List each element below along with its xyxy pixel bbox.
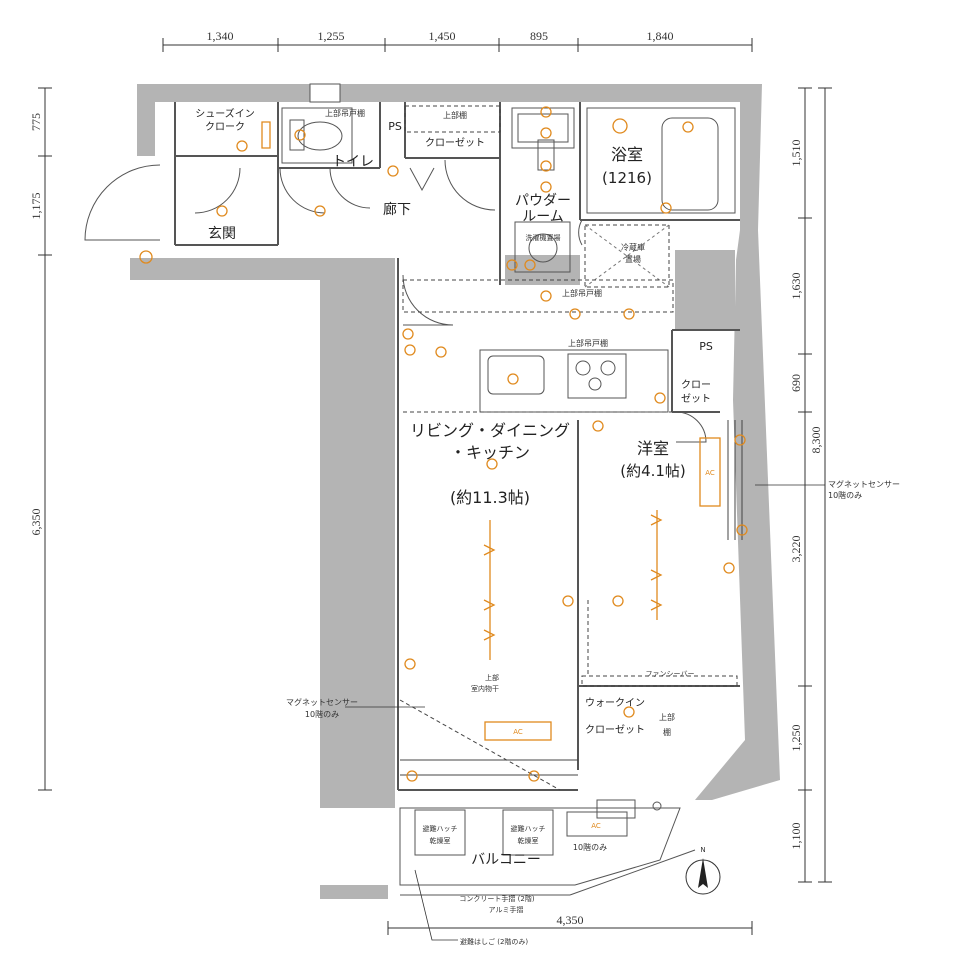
dim-top-3: 1,450 [429,29,456,43]
label-upper-cabinet-2: 上部吊戸棚 [562,288,602,298]
label-railing-line2: アルミ手摺 [489,905,524,914]
door-swings [84,159,707,443]
room-fridge-line1: 冷蔵庫 [621,242,645,252]
room-bath-line1: 浴室 [611,145,643,164]
room-toilet: トイレ [332,154,374,170]
label-magnet-left-line1: マグネットセンサー [286,697,358,707]
dim-right-3: 690 [789,374,803,392]
label-ac-western: AC [705,469,715,477]
room-labels: 玄関 シューズイン クローク トイレ クローゼット 上部棚 PS 廊下 浴室 (… [195,107,713,868]
room-western-line2: (約4.1帖) [620,462,686,480]
room-powder-line2: ルーム [522,209,564,225]
dim-right-2: 1,630 [789,273,803,300]
north-arrow-icon: N [685,846,721,895]
label-ac-balcony: AC [591,822,601,830]
room-ldk-line1: リビング・ダイニング [410,421,570,440]
room-walkin-line1: ウォークイン [585,697,645,709]
dim-left-2: 1,175 [29,193,43,220]
fixtures [281,83,743,896]
room-powder-line1: パウダー [515,193,571,209]
dim-top-1: 1,340 [207,29,234,43]
label-indoor-dry-line1: 上部 [485,673,499,682]
room-balcony: バルコニー [471,852,541,868]
label-fancy-bar: ファンシーバー [646,670,695,678]
room-western-line1: 洋室 [637,439,669,458]
label-ladder: 避難はしご (2階のみ) [460,937,528,946]
label-ac-living: AC [513,728,523,736]
room-bath-line2: (1216) [602,169,652,187]
dim-right-6: 1,100 [789,823,803,850]
room-ps-right: PS [699,340,713,353]
room-ldk-size: (約11.3帖) [450,488,530,507]
room-ps-top: PS [388,120,402,133]
room-shoes-line1: シューズイン [195,107,255,120]
dim-right-total: 8,300 [809,427,823,454]
dim-left-3: 6,350 [29,509,43,536]
label-hatch1-line1: 避難ハッチ [423,824,458,833]
annotations: 上部吊戸棚 上部吊戸棚 上部吊戸棚 上部 室内物干 ファンシーバー マグネットセ… [286,108,900,946]
label-upper-cabinet-1: 上部吊戸棚 [325,108,365,118]
room-fridge-line2: 置場 [625,254,641,264]
dim-right-1: 1,510 [789,140,803,167]
dim-bottom: 4,350 [557,913,584,927]
room-closet-right-line2: ゼット [681,393,711,405]
dim-right-4: 3,220 [789,536,803,563]
label-upper-shelf-top: 上部棚 [443,110,467,120]
electrical [139,106,748,782]
dim-top-5: 1,840 [647,29,674,43]
label-magnet-left-line2: 10階のみ [305,709,339,719]
room-genkan: 玄関 [208,225,236,242]
label-upper-cabinet-3: 上部吊戸棚 [568,338,608,348]
dim-top-2: 1,255 [318,29,345,43]
label-railing-line1: コンクリート手摺 (2階) [459,894,534,903]
room-hallway: 廊下 [383,201,411,218]
room-closet-top: クローゼット [425,137,485,149]
label-magnet-right-line1: マグネットセンサー [828,479,900,489]
room-shoes-line2: クローク [205,121,245,133]
label-indoor-dry-line2: 室内物干 [471,684,499,693]
room-closet-right-line1: クロー [681,379,711,391]
room-ldk-line2: ・キッチン [450,443,530,462]
north-label: N [700,846,705,854]
room-upper-shelf-right-line2: 棚 [663,727,671,737]
dimension-labels: 1,340 1,255 1,450 895 1,840 775 1,175 6,… [29,29,823,927]
dim-right-5: 1,250 [789,725,803,752]
dim-top-4: 895 [530,29,548,43]
label-hatch1-line2: 乾燥室 [430,836,451,845]
room-upper-shelf-right-line1: 上部 [659,712,675,722]
label-hatch2-line2: 乾燥室 [518,836,539,845]
label-tenth-floor-only: 10階のみ [573,842,607,852]
dim-left-1: 775 [29,113,43,131]
label-hatch2-line1: 避難ハッチ [511,824,546,833]
room-walkin-line2: クローゼット [585,724,645,736]
label-magnet-right-line2: 10階のみ [828,490,862,500]
room-washer: 洗濯機置場 [526,233,561,242]
dimension-lines [38,38,832,935]
